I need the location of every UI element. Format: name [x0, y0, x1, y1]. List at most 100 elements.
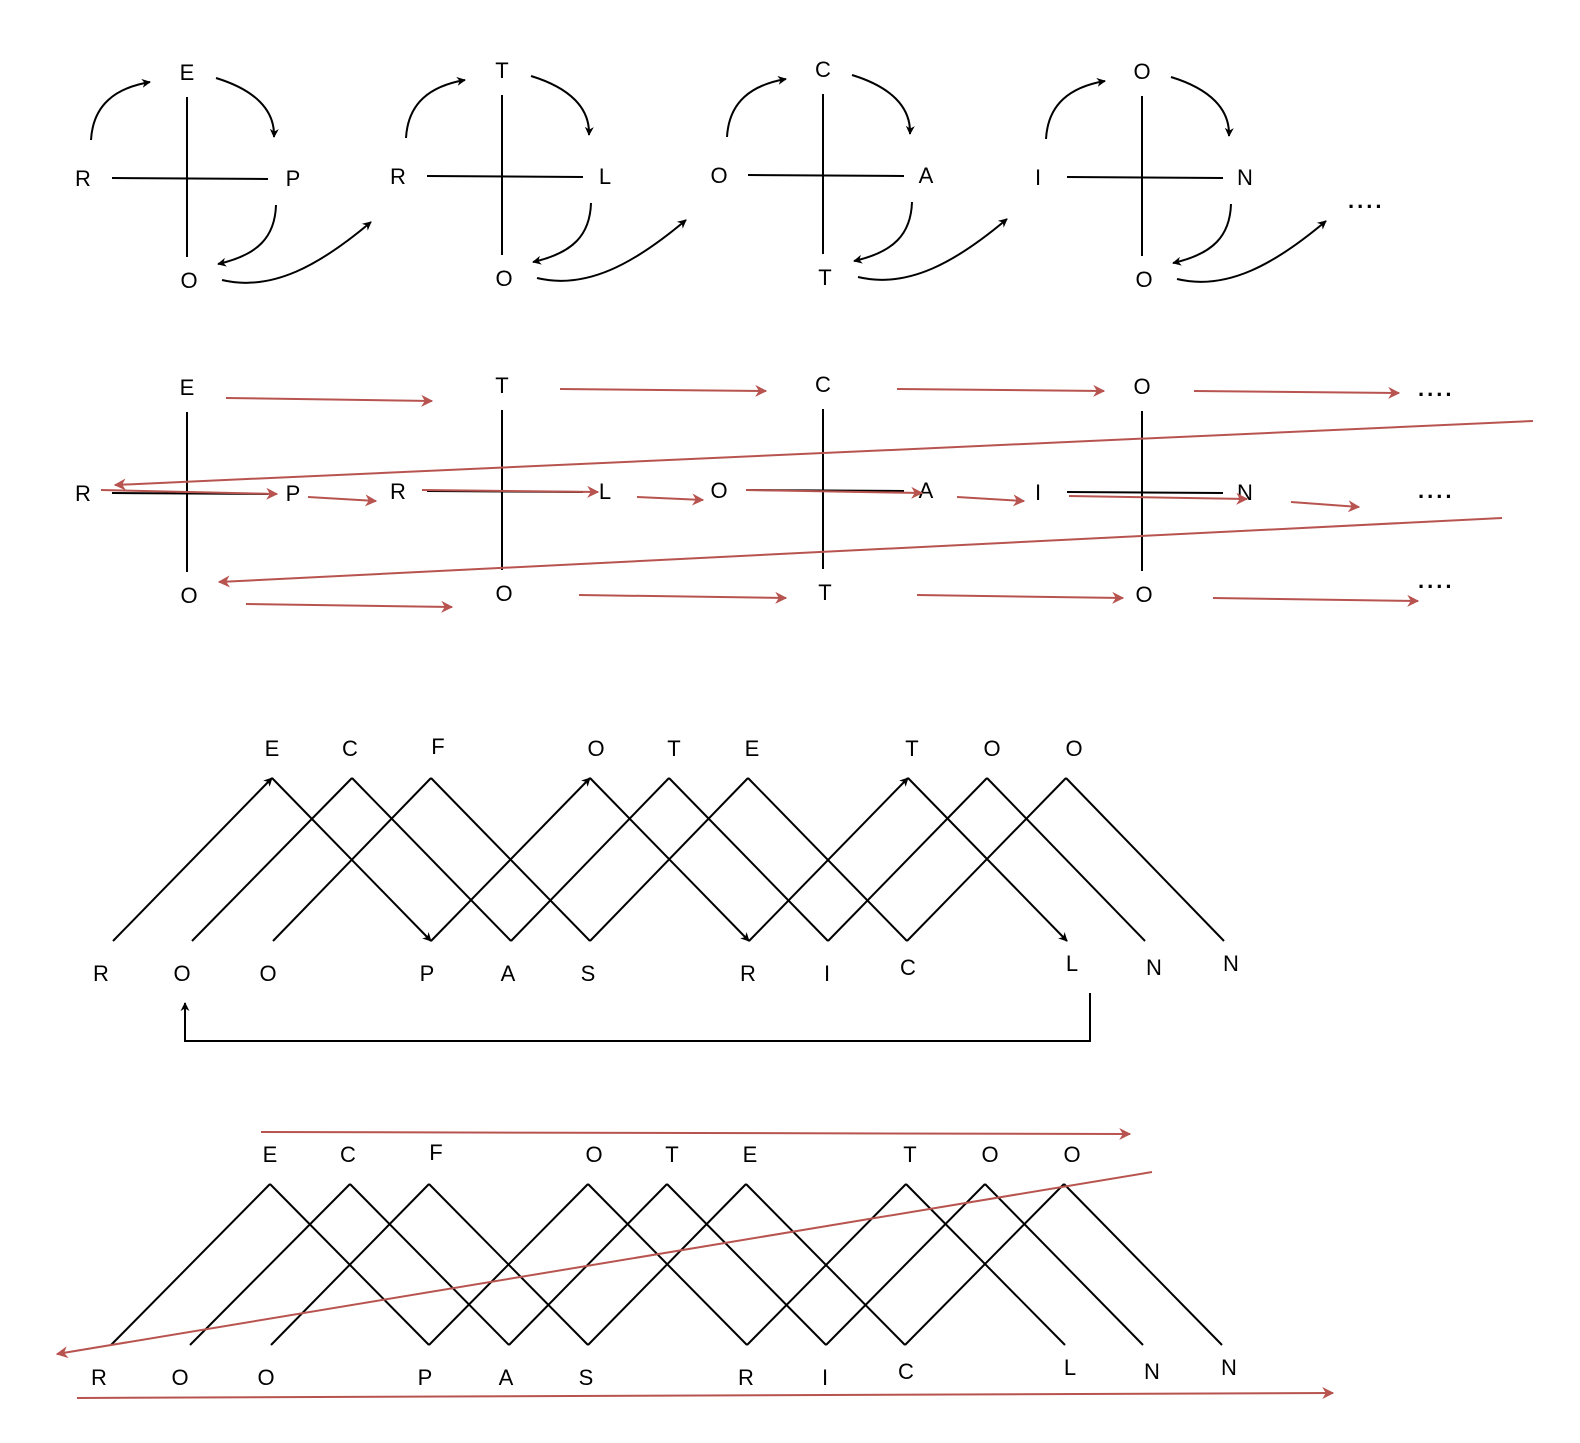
- cross-top-label: C: [815, 57, 831, 82]
- cross-right-label: N: [1237, 480, 1253, 505]
- zigzag-rail-segment: [668, 777, 829, 942]
- zigzag-top-letter: T: [665, 1142, 678, 1167]
- zigzag-rail-segment: [110, 1183, 271, 1346]
- zigzag-bottom-letter: O: [259, 961, 276, 986]
- zigzag-rail-segment: [430, 777, 591, 942]
- zigzag-bottom-letter: O: [257, 1365, 274, 1390]
- zigzag-rail-segment: [349, 1183, 510, 1346]
- zigzag-top-letter: F: [431, 734, 444, 759]
- zigzag-rail-segment: [428, 1183, 589, 1346]
- cross-right-label: P: [286, 481, 301, 506]
- zigzag-top-letter: T: [667, 736, 680, 761]
- zigzag-bottom-letter: C: [898, 1359, 914, 1384]
- row2-crosses: E R P O T R L O C O A T O I N O: [75, 372, 1534, 613]
- row2-cross-4: O I N O: [1035, 374, 1253, 607]
- cross-left-label: O: [710, 478, 727, 503]
- row2-cross-3: C O A T: [710, 372, 933, 605]
- read-arrow-return: [55, 1171, 1153, 1359]
- zigzag-top-letter: E: [263, 1142, 278, 1167]
- cross-bottom-label: O: [180, 583, 197, 608]
- row1-cross-4: O I N O: [1035, 59, 1327, 292]
- zigzag-rail-segment: [510, 777, 670, 942]
- zigzag-top-letter: E: [265, 736, 280, 761]
- zigzag-rail-segment: [666, 1183, 827, 1346]
- zigzag-top-letter: O: [981, 1142, 998, 1167]
- zigzag-bottom-letter: C: [900, 955, 916, 980]
- cross-bottom-label: O: [180, 268, 197, 293]
- zigzag-bottom-letter: I: [822, 1365, 828, 1390]
- zigzag-bottom-letter: S: [579, 1365, 594, 1390]
- row2-ellipsis-bottom: ....: [1418, 568, 1454, 593]
- cross-bottom-label: O: [495, 266, 512, 291]
- zigzag-top-letter: O: [585, 1142, 602, 1167]
- zigzag-rail-segment: [904, 1183, 1065, 1346]
- zigzag-bottom-letter: N: [1223, 951, 1239, 976]
- cross-top-label: T: [495, 58, 508, 83]
- cross-bottom-label: O: [495, 581, 512, 606]
- zigzag-rail-segment: [508, 1183, 668, 1346]
- cross-top-label: O: [1133, 59, 1150, 84]
- cross-top-label: E: [180, 60, 195, 85]
- zigzag-rail-segment: [745, 1183, 906, 1346]
- zigzag-bottom-letter: R: [740, 961, 756, 986]
- zigzag-top-letter: O: [1065, 736, 1082, 761]
- cross-right-label: A: [919, 478, 934, 503]
- cross-left-label: O: [710, 163, 727, 188]
- row2-ellipsis-middle: ....: [1418, 478, 1454, 503]
- zigzag-rail-segment: [825, 1183, 986, 1346]
- row1-crosses: E R P O T R L O C O A T: [75, 57, 1384, 293]
- row2-read-arrows: [100, 384, 1534, 613]
- zigzag-rail-segment: [589, 777, 749, 942]
- cross-left-label: I: [1035, 165, 1041, 190]
- cross-right-label: A: [919, 163, 934, 188]
- zigzag-rail-segment: [986, 777, 1146, 942]
- zigzag-bottom-letter: R: [738, 1365, 754, 1390]
- zigzag-bottom-letter: O: [173, 961, 190, 986]
- zigzag-rail-segment: [747, 777, 908, 942]
- zigzag-top-letter: O: [587, 736, 604, 761]
- zigzag-rail-segment: [191, 777, 353, 942]
- cross-left-label: R: [390, 479, 406, 504]
- zigzag-bottom-letter: A: [499, 1365, 514, 1390]
- zigzag-rail-segment: [1063, 1183, 1223, 1346]
- zigzag-rail-segment: [984, 1183, 1144, 1346]
- zigzag-bottom-letter: N: [1221, 1355, 1237, 1380]
- zigzag-rail-segment: [270, 1183, 430, 1346]
- zigzag-bottom-letter: P: [420, 961, 435, 986]
- zigzag-bottom-letter: N: [1146, 955, 1162, 980]
- zigzag-top-letter: C: [340, 1142, 356, 1167]
- zigzag-top-letter: O: [983, 736, 1000, 761]
- cross-left-label: I: [1035, 480, 1041, 505]
- cross-top-label: T: [495, 373, 508, 398]
- cross-bottom-label: T: [818, 580, 831, 605]
- cross-left-label: R: [75, 481, 91, 506]
- zigzag-rail-segment: [1065, 777, 1225, 942]
- cross-bottom-label: O: [1135, 267, 1152, 292]
- zigzag-rail-segment: [587, 1183, 747, 1346]
- zigzag-top-letter: O: [1063, 1142, 1080, 1167]
- zigzag-bottom-letter: R: [93, 961, 109, 986]
- cross-right-label: N: [1237, 165, 1253, 190]
- zigzag-top-letter: E: [745, 736, 760, 761]
- zigzag-bottom-letter: L: [1066, 951, 1078, 976]
- zigzag-return-arrow: [180, 993, 1091, 1042]
- row2-ellipsis-top: ....: [1418, 376, 1454, 401]
- zigzag-bottom-letter: L: [1064, 1355, 1076, 1380]
- cross-top-label: E: [180, 375, 195, 400]
- row1-ellipsis: ....: [1348, 188, 1384, 213]
- cross-right-label: P: [286, 166, 301, 191]
- zigzag-bottom-letter: S: [581, 961, 596, 986]
- zigzag-bottom-letter: P: [418, 1365, 433, 1390]
- cross-left-label: R: [390, 164, 406, 189]
- row1-cross-2: T R L O: [390, 58, 687, 291]
- cross-top-label: O: [1133, 374, 1150, 399]
- zigzag-bottom-letter: O: [171, 1365, 188, 1390]
- row1-cross-3: C O A T: [710, 57, 1008, 290]
- zigzag-bottom-letter: N: [1144, 1359, 1160, 1384]
- zigzag-rail-segment: [112, 777, 273, 942]
- zigzag-bottom-letter: R: [91, 1365, 107, 1390]
